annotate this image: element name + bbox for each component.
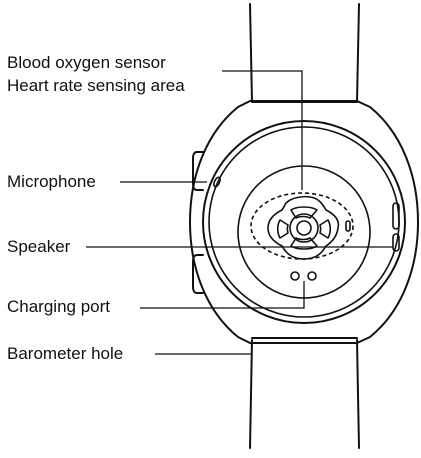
speaker-grille [392, 202, 400, 252]
leader-lines [86, 70, 393, 355]
bottom-strap [249, 337, 360, 449]
label-blood-oxygen-sensor: Blood oxygen sensor [7, 53, 166, 72]
label-speaker: Speaker [7, 237, 71, 256]
leader-charging-port [140, 281, 305, 309]
side-buttons [192, 151, 204, 294]
label-microphone: Microphone [7, 172, 96, 191]
label-charging-port: Charging port [7, 297, 111, 316]
microphone-hole [213, 176, 221, 188]
label-heart-rate-sensing-area: Heart rate sensing area [7, 76, 185, 95]
label-barometer-hole: Barometer hole [7, 344, 124, 363]
sensor-module [237, 165, 371, 299]
top-strap [249, 3, 360, 103]
leader-blood-oxygen [222, 70, 303, 190]
